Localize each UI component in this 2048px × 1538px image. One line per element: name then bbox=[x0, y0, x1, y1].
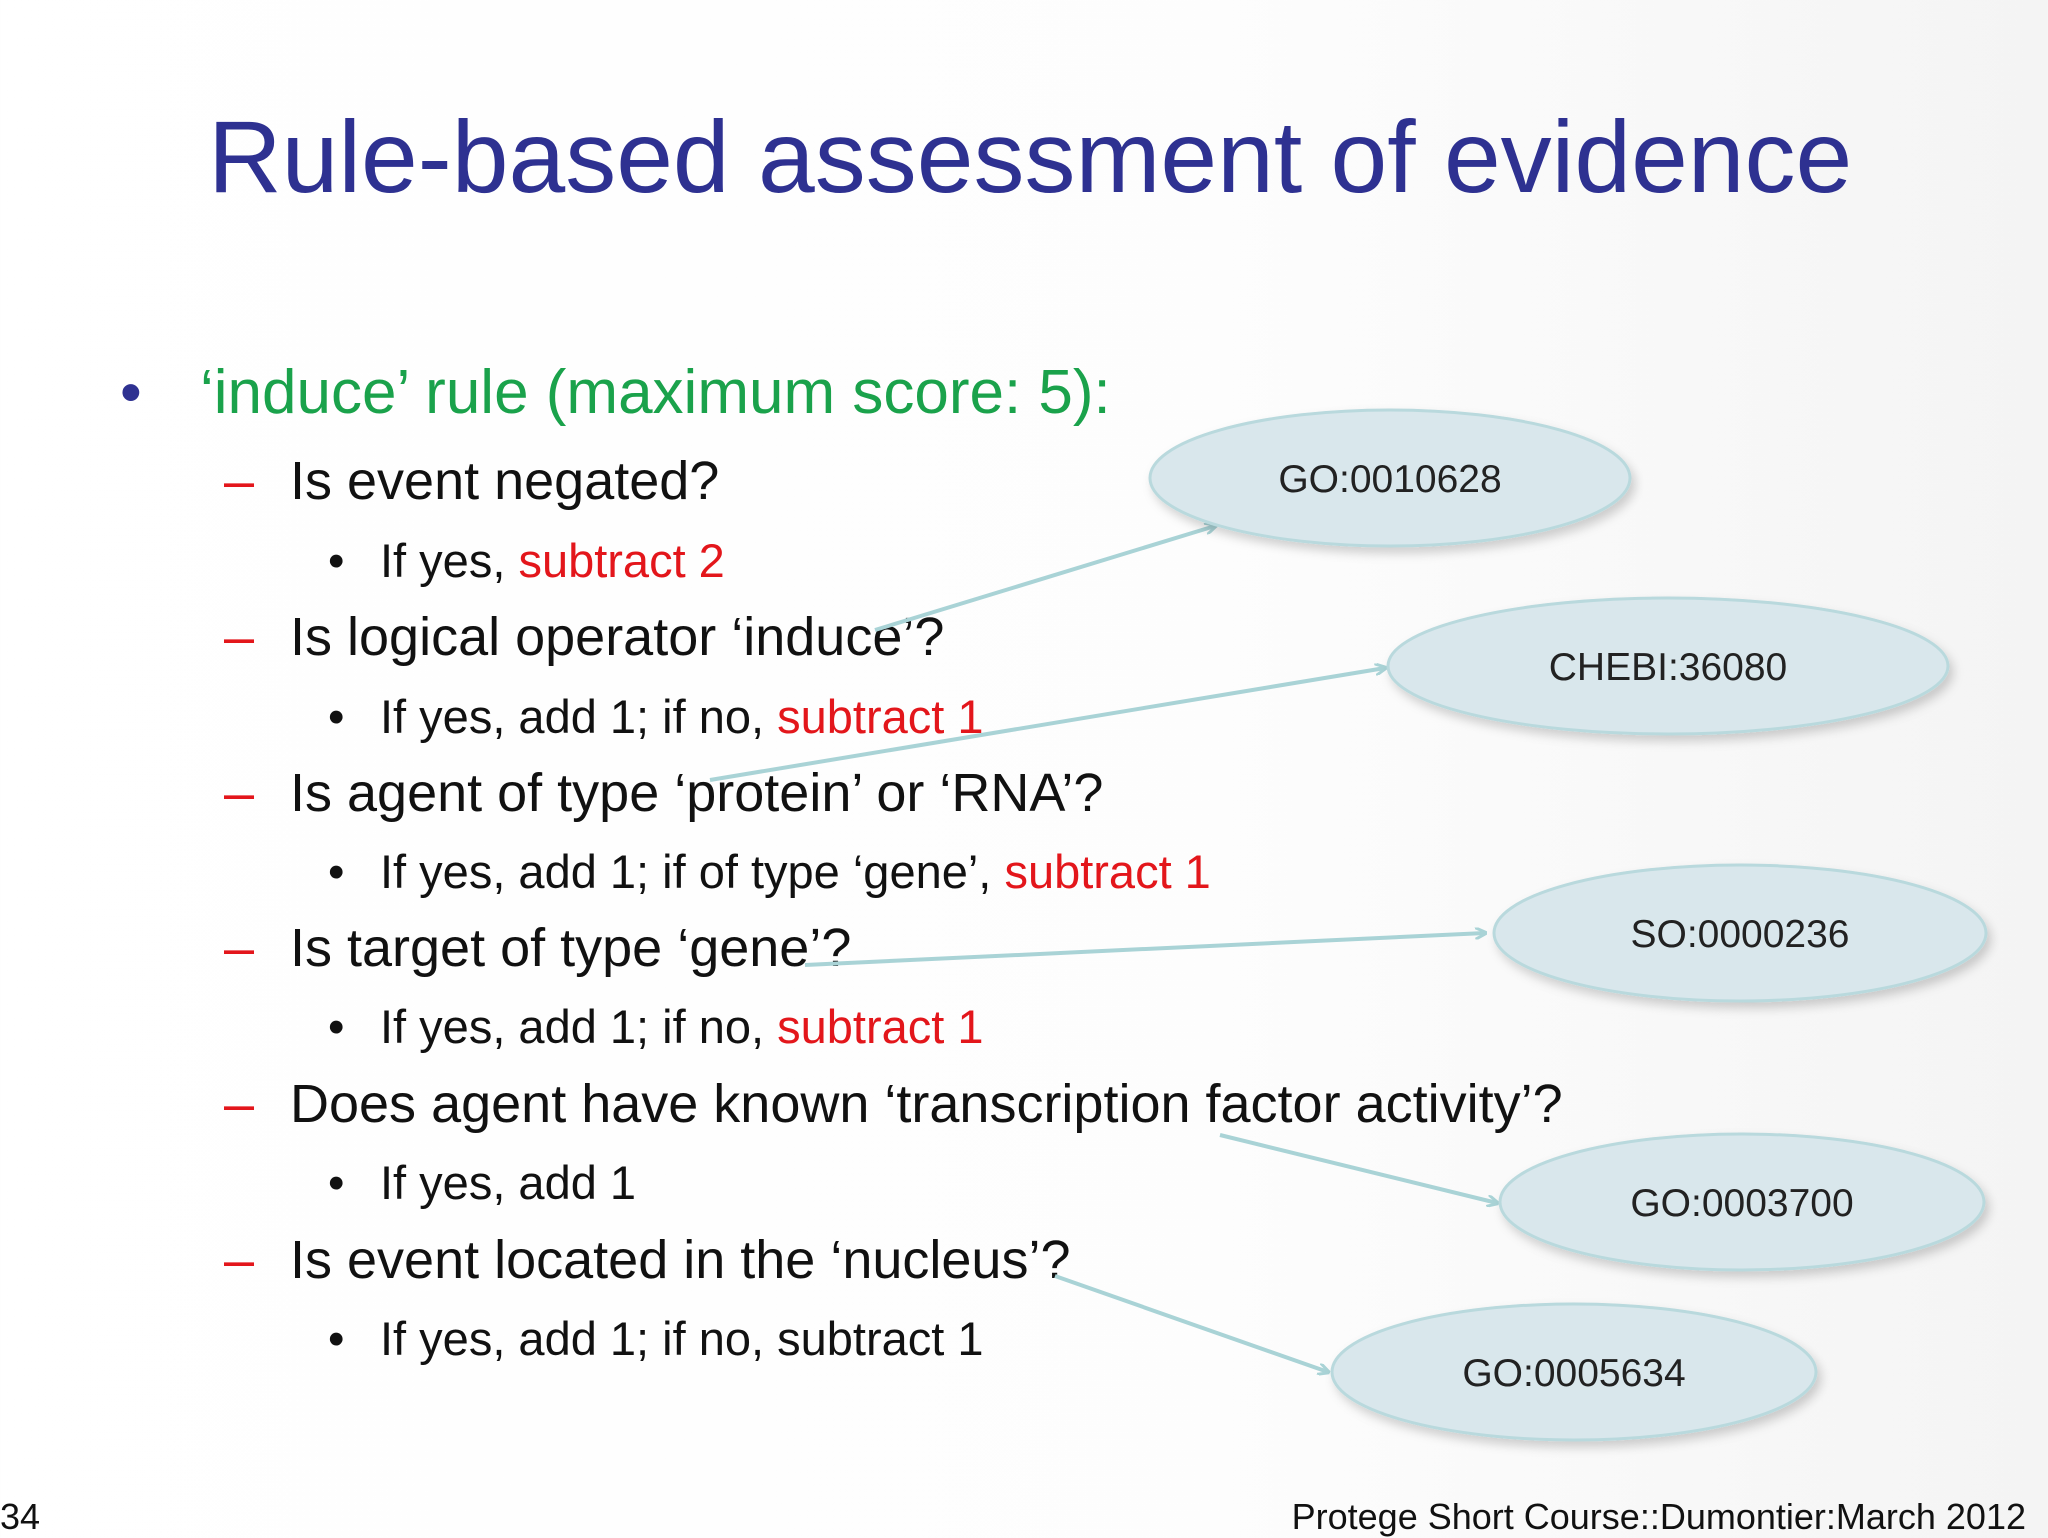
criterion-question: Is target of type ‘gene’? bbox=[290, 918, 852, 978]
rule-heading: ‘induce’ rule (maximum score: 5): bbox=[200, 358, 1111, 427]
ontology-node-go0005634: GO:0005634 bbox=[1330, 1302, 1818, 1442]
ontology-term-label: SO:0000236 bbox=[1630, 913, 1849, 956]
bullet-dot: • bbox=[328, 534, 345, 587]
ontology-term-label: GO:0010628 bbox=[1278, 458, 1501, 501]
action-prefix: If yes, add 1; if of type ‘gene’, bbox=[380, 845, 1005, 898]
ontology-node-so0000236: SO:0000236 bbox=[1492, 863, 1988, 1003]
action-prefix: If yes, add 1; if no, subtract 1 bbox=[380, 1312, 984, 1365]
action-text: If yes, add 1; if no, subtract 1 bbox=[380, 1311, 984, 1366]
ontology-node-go0010628: GO:0010628 bbox=[1148, 408, 1632, 548]
criterion-question: Is event located in the ‘nucleus’? bbox=[290, 1230, 1071, 1290]
dash-marker: – bbox=[224, 1074, 255, 1134]
action-emphasis: subtract 1 bbox=[1004, 845, 1211, 898]
dash-marker: – bbox=[224, 607, 255, 667]
action-text: If yes, add 1 bbox=[380, 1155, 636, 1210]
dash-marker: – bbox=[224, 451, 255, 511]
action-emphasis: subtract 2 bbox=[518, 534, 725, 587]
action-prefix: If yes, bbox=[380, 534, 519, 587]
arrow-tf-to-go0003700 bbox=[1219, 1133, 1497, 1203]
arrow-operator-to-go0010628 bbox=[874, 526, 1215, 632]
dash-marker: – bbox=[224, 918, 255, 978]
ontology-node-chebi36080: CHEBI:36080 bbox=[1386, 596, 1950, 736]
ontology-node-go0003700: GO:0003700 bbox=[1498, 1132, 1986, 1272]
arrow-target-to-so0000236 bbox=[804, 933, 1485, 967]
action-prefix: If yes, add 1; if no, bbox=[380, 690, 778, 743]
dash-marker: – bbox=[224, 1230, 255, 1290]
bullet-dot: • bbox=[328, 690, 345, 743]
action-emphasis: subtract 1 bbox=[777, 1000, 984, 1053]
action-text: If yes, subtract 2 bbox=[380, 533, 725, 588]
ontology-term-label: CHEBI:36080 bbox=[1549, 646, 1787, 689]
action-text: If yes, add 1; if of type ‘gene’, subtra… bbox=[380, 844, 1211, 899]
arrow-nucleus-to-go0005634 bbox=[1054, 1274, 1328, 1372]
dash-marker: – bbox=[224, 763, 255, 823]
slide-title: Rule-based assessment of evidence bbox=[208, 100, 1853, 214]
criterion-question: Does agent have known ‘transcription fac… bbox=[290, 1074, 1563, 1134]
criterion-question: Is agent of type ‘protein’ or ‘RNA’? bbox=[290, 763, 1104, 823]
ontology-term-label: GO:0005634 bbox=[1462, 1352, 1685, 1395]
page-number: 34 bbox=[0, 1496, 41, 1537]
ontology-term-label: GO:0003700 bbox=[1630, 1182, 1853, 1225]
action-text: If yes, add 1; if no, subtract 1 bbox=[380, 689, 984, 744]
bullet-dot: • bbox=[328, 845, 345, 898]
criterion-question: Is event negated? bbox=[290, 451, 720, 511]
bullet-dot: • bbox=[328, 1156, 345, 1209]
action-prefix: If yes, add 1; if no, bbox=[380, 1000, 778, 1053]
bullet-dot: • bbox=[328, 1312, 345, 1365]
action-emphasis: subtract 1 bbox=[777, 690, 984, 743]
arrow-agent-to-chebi36080 bbox=[709, 668, 1385, 782]
bullet-dot: • bbox=[328, 1000, 345, 1053]
bullet-dot: • bbox=[120, 358, 142, 427]
criterion-question: Is logical operator ‘induce’? bbox=[290, 607, 945, 667]
action-text: If yes, add 1; if no, subtract 1 bbox=[380, 999, 984, 1054]
action-prefix: If yes, add 1 bbox=[380, 1156, 637, 1209]
footer-course: Protege Short Course::Dumontier:March 20… bbox=[1291, 1496, 2026, 1537]
